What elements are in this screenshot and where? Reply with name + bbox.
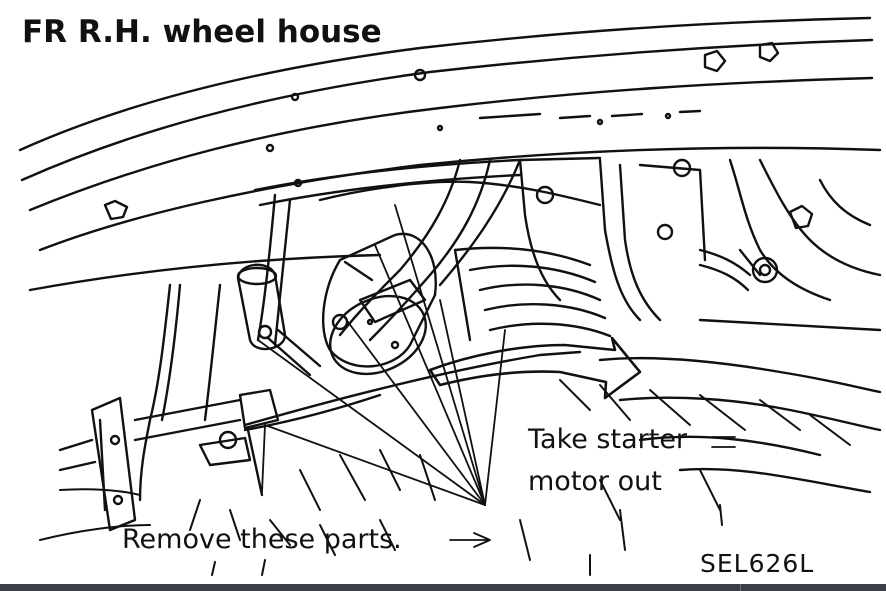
figure-code: SEL626L (700, 549, 814, 578)
cables-and-hoses (138, 158, 522, 502)
figure-title: FR R.H. wheel house (22, 14, 382, 50)
remove-parts-label: Remove these parts. (122, 524, 402, 555)
take-starter-label: Take starter (527, 424, 688, 455)
mounting-bracket (58, 388, 382, 532)
motor-out-label: motor out (528, 466, 662, 497)
removal-direction-arrow (428, 336, 642, 400)
bottom-status-bar (0, 584, 886, 591)
removed-parts-plate (243, 350, 882, 497)
fender-arch (18, 16, 882, 292)
engine-components (253, 156, 882, 332)
drive-shaft-boot (453, 246, 612, 342)
bar-divider (740, 584, 741, 591)
callout-leader-lines (257, 204, 736, 548)
tire-tread (39, 379, 851, 576)
solenoid-cylinder (236, 263, 322, 377)
